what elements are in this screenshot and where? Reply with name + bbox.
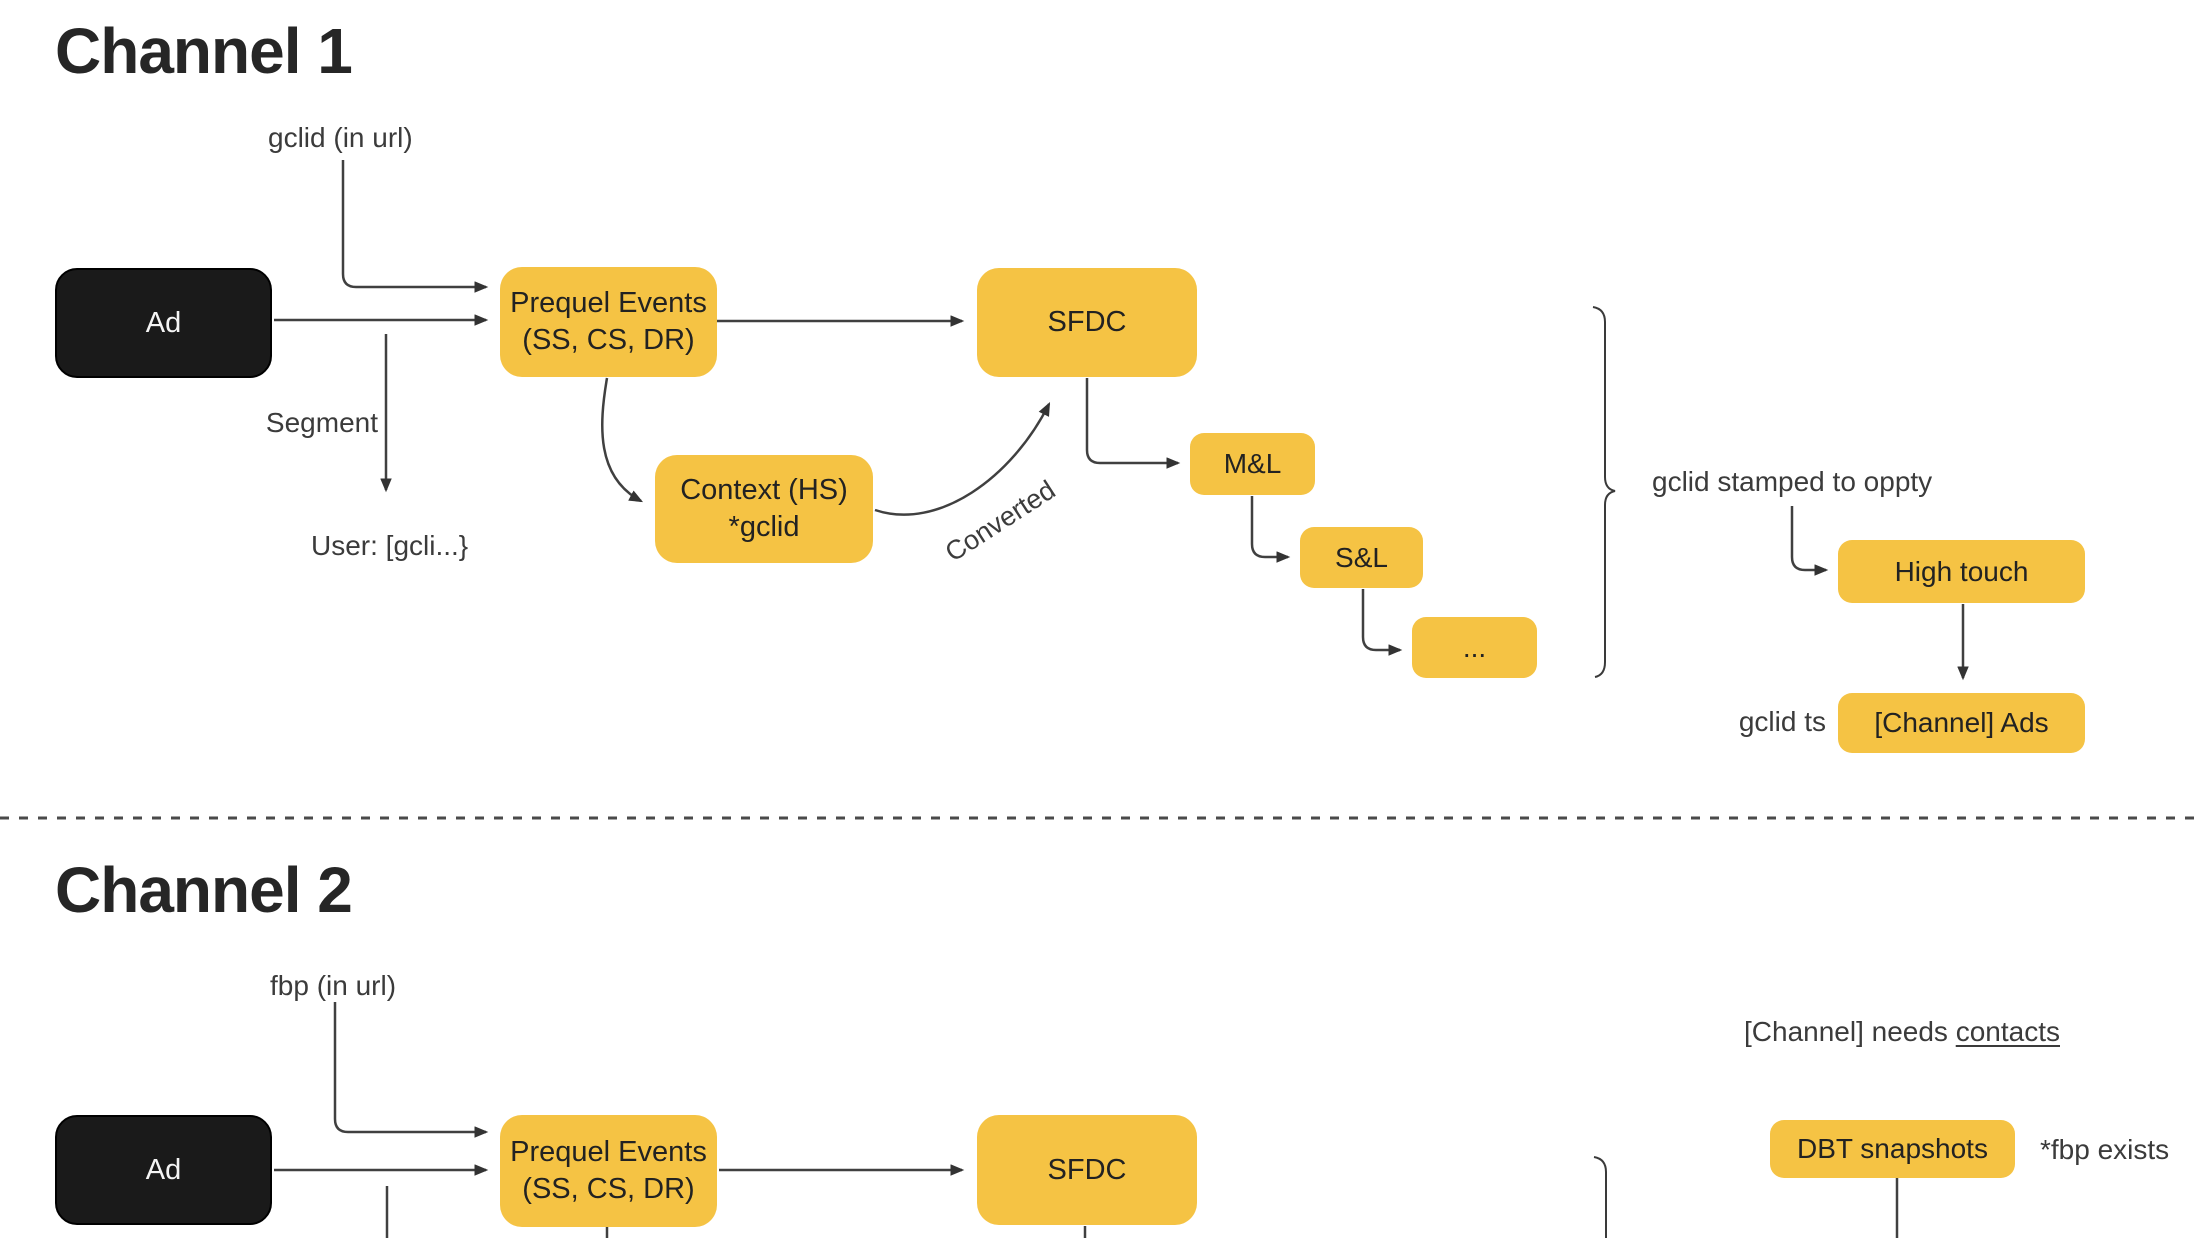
node-dots: ...	[1412, 617, 1537, 678]
node-dots-label: ...	[1462, 631, 1487, 663]
edge-stamped-to-high-touch	[1790, 506, 1829, 576]
node-sfdc-2-label: SFDC	[1047, 1153, 1127, 1186]
node-dbt-snapshots: DBT snapshots	[1770, 1120, 2015, 1178]
label-channel-needs-prefix: [Channel] needs	[1744, 1016, 1956, 1047]
label-user-gcli: User: [gcli...}	[311, 530, 469, 561]
node-ad-1-label: Ad	[145, 306, 182, 339]
node-prequel-events-1-line2: (SS, CS, DR)	[522, 324, 695, 356]
edge-context-converted-to-sfdc	[874, 401, 1051, 516]
channel-2-title: Channel 2	[55, 854, 353, 926]
node-sl: S&L	[1300, 527, 1423, 588]
node-high-touch: High touch	[1838, 540, 2085, 603]
curly-brace-channel-2	[1593, 1156, 1607, 1238]
node-channel-ads-label: [Channel] Ads	[1874, 707, 2049, 739]
channel-1-title: Channel 1	[55, 15, 353, 87]
label-gclid-ts: gclid ts	[1738, 706, 1826, 737]
node-context-hs-line1: Context (HS)	[680, 474, 848, 507]
node-sfdc-1-label: SFDC	[1047, 306, 1127, 339]
edge-sl-to-dots	[1361, 589, 1403, 656]
label-gclid-stamped-to-oppty: gclid stamped to oppty	[1652, 466, 1933, 497]
node-sl-label: S&L	[1335, 541, 1388, 573]
node-context-hs: Context (HS) *gclid	[655, 455, 873, 563]
node-ml: M&L	[1190, 433, 1315, 495]
label-channel-needs-contacts: [Channel] needs contacts	[1744, 1016, 2060, 1048]
node-sfdc-1: SFDC	[977, 268, 1197, 377]
edge-sfdc-to-ml	[1085, 378, 1181, 469]
node-channel-ads: [Channel] Ads	[1838, 693, 2085, 753]
edge-prequel-to-context	[601, 377, 644, 503]
label-fbp-in-url: fbp (in url)	[270, 970, 397, 1001]
node-ad-2: Ad	[55, 1115, 272, 1225]
node-ad-1: Ad	[55, 268, 272, 378]
edge-fbp-to-prequel-2	[333, 1002, 489, 1138]
node-prequel-events-1-line1: Prequel Events	[510, 287, 707, 320]
label-gclid-in-url: gclid (in url)	[268, 122, 413, 153]
node-ml-label: M&L	[1223, 448, 1282, 480]
node-prequel-events-2-line1: Prequel Events	[510, 1136, 707, 1169]
node-prequel-events-2-line2: (SS, CS, DR)	[522, 1173, 695, 1205]
label-segment: Segment	[265, 407, 378, 438]
contacts-link[interactable]: contacts	[1955, 1016, 2060, 1047]
node-high-touch-label: High touch	[1894, 555, 2029, 587]
node-ad-2-label: Ad	[145, 1153, 182, 1186]
label-fbp-exists: *fbp exists	[2040, 1134, 2170, 1165]
node-sfdc-2: SFDC	[977, 1115, 1197, 1225]
node-prequel-events-2: Prequel Events (SS, CS, DR)	[500, 1115, 717, 1227]
edge-gclid-to-prequel-1	[341, 160, 489, 293]
node-dbt-snapshots-label: DBT snapshots	[1797, 1133, 1988, 1165]
edge-ml-to-sl	[1250, 496, 1291, 563]
node-prequel-events-1: Prequel Events (SS, CS, DR)	[500, 267, 717, 377]
curly-brace-channel-1	[1592, 306, 1616, 678]
node-context-hs-line2: *gclid	[728, 511, 800, 543]
